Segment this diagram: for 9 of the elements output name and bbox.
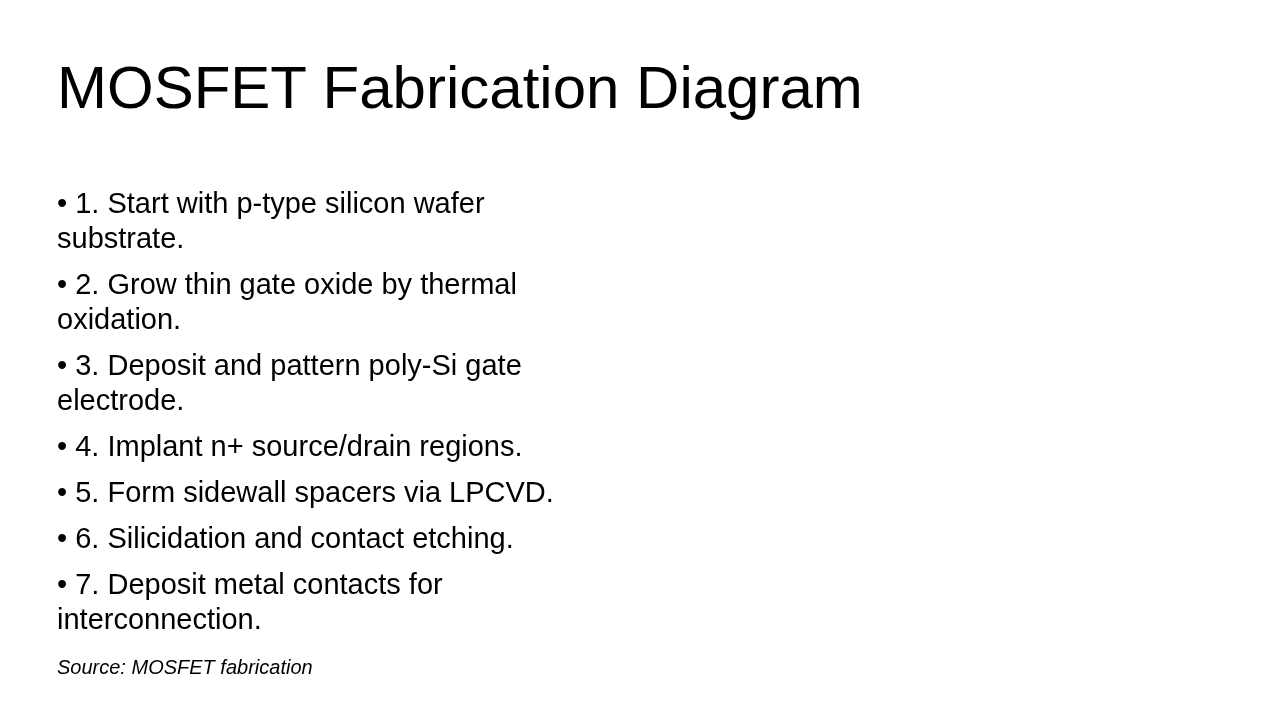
slide-title: MOSFET Fabrication Diagram (57, 53, 863, 123)
source-caption: Source: MOSFET fabrication (57, 656, 313, 679)
bullet-point: • 3. Deposit and pattern poly-Si gate electrode. (57, 348, 523, 418)
bullet-point: • 7. Deposit metal contacts for interconnection. (57, 567, 444, 637)
bullet-point: • 4. Implant n+ source/drain regions. (57, 429, 524, 464)
bullet-point: • 1. Start with p-type silicon wafer substrate. (57, 186, 486, 256)
bullet-point: • 6. Silicidation and contact etching. (57, 521, 515, 556)
bullet-point: • 2. Grow thin gate oxide by thermal oxidation. (57, 267, 518, 337)
bullet-point: • 5. Form sidewall spacers via LPCVD. (57, 475, 555, 510)
